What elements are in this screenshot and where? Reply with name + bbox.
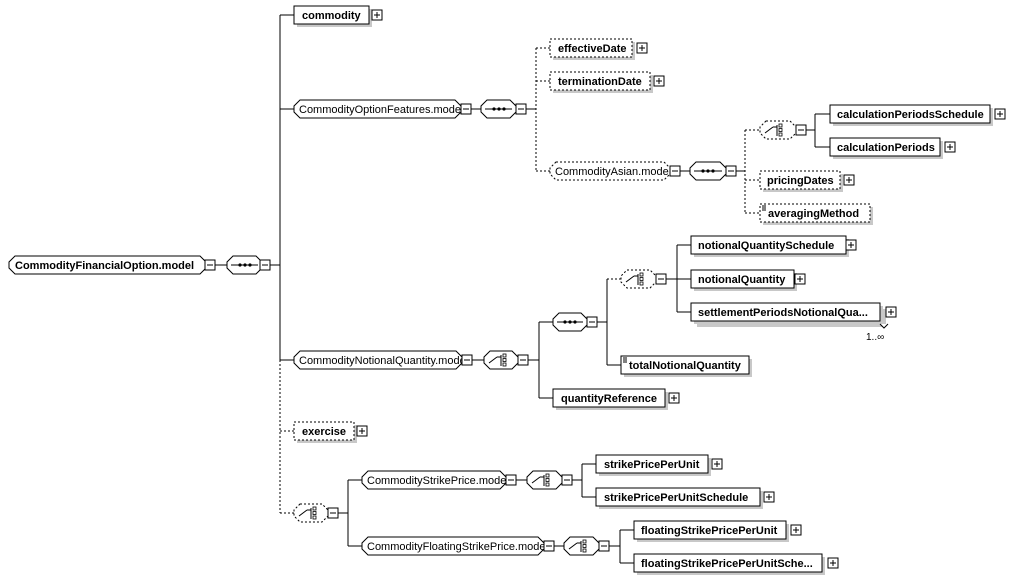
sequence-compositor[interactable] bbox=[552, 312, 598, 332]
expand-icon[interactable] bbox=[371, 9, 383, 21]
sequence-compositor[interactable] bbox=[226, 255, 271, 275]
expand-icon[interactable] bbox=[763, 491, 775, 503]
expand-icon[interactable] bbox=[845, 239, 857, 251]
calc-periods-schedule-label: calculationPeriodsSchedule bbox=[837, 109, 984, 121]
exercise-label: exercise bbox=[302, 426, 346, 438]
averaging-method-label: averagingMethod bbox=[768, 208, 859, 220]
expand-icon[interactable] bbox=[356, 425, 368, 437]
floating-strike-price-per-unit-sche-label: floatingStrikePricePerUnitSche... bbox=[641, 558, 813, 570]
element-floating-strike-price-per-unit-schedule[interactable]: floatingStrikePricePerUnitSche... bbox=[633, 553, 839, 575]
root-label: CommodityFinancialOption.model bbox=[15, 260, 194, 272]
element-strike-price-per-unit-schedule[interactable]: strikePricePerUnitSchedule bbox=[595, 487, 775, 509]
settlement-periods-label: settlementPeriodsNotionalQua... bbox=[698, 307, 868, 319]
occurrence-label: 1..∞ bbox=[866, 332, 884, 343]
collapse-icon[interactable] bbox=[543, 540, 555, 552]
element-commodity[interactable]: commodity bbox=[293, 5, 383, 27]
sequence-compositor[interactable] bbox=[689, 161, 737, 181]
expand-icon[interactable] bbox=[843, 174, 855, 186]
occurrence-marker bbox=[879, 323, 889, 329]
strike-price-per-unit-schedule-label: strikePricePerUnitSchedule bbox=[604, 492, 748, 504]
choice-compositor[interactable] bbox=[563, 536, 610, 556]
element-notional-quantity[interactable]: notionalQuantity bbox=[690, 269, 806, 291]
group-commodity-asian[interactable]: CommodityAsian.model bbox=[549, 161, 681, 181]
strike-price-per-unit-label: strikePricePerUnit bbox=[604, 459, 700, 471]
expand-icon[interactable] bbox=[794, 273, 806, 285]
commodity-label: commodity bbox=[302, 10, 362, 22]
collapse-icon[interactable] bbox=[515, 103, 527, 115]
collapse-icon[interactable] bbox=[598, 540, 610, 552]
collapse-icon[interactable] bbox=[725, 165, 737, 177]
element-averaging-method[interactable]: averagingMethod bbox=[759, 203, 873, 225]
collapse-icon[interactable] bbox=[655, 273, 667, 285]
expand-icon[interactable] bbox=[827, 557, 839, 569]
collapse-icon[interactable] bbox=[259, 259, 271, 271]
notional-quantity-schedule-label: notionalQuantitySchedule bbox=[698, 240, 834, 252]
collapse-icon[interactable] bbox=[461, 354, 473, 366]
collapse-icon[interactable] bbox=[586, 316, 598, 328]
element-quantity-reference[interactable]: quantityReference bbox=[552, 388, 680, 410]
collapse-icon[interactable] bbox=[561, 474, 573, 486]
element-calculation-periods[interactable]: calculationPeriods bbox=[829, 137, 956, 159]
expand-icon[interactable] bbox=[994, 108, 1006, 120]
collapse-icon[interactable] bbox=[517, 354, 529, 366]
element-exercise[interactable]: exercise bbox=[293, 421, 368, 443]
total-notional-quantity-label: totalNotionalQuantity bbox=[629, 360, 742, 372]
element-floating-strike-price-per-unit[interactable]: floatingStrikePricePerUnit bbox=[633, 520, 802, 542]
option-features-label: CommodityOptionFeatures.model bbox=[299, 104, 463, 116]
choice-compositor[interactable] bbox=[526, 470, 573, 490]
group-commodity-option-features[interactable]: CommodityOptionFeatures.model bbox=[293, 99, 472, 119]
choice-compositor[interactable] bbox=[293, 503, 339, 523]
collapse-icon[interactable] bbox=[795, 124, 807, 136]
element-notional-quantity-schedule[interactable]: notionalQuantitySchedule bbox=[690, 235, 857, 257]
element-calculation-periods-schedule[interactable]: calculationPeriodsSchedule bbox=[829, 104, 1006, 126]
sequence-compositor[interactable] bbox=[480, 99, 527, 119]
element-settlement-periods-notional-quantity[interactable]: settlementPeriodsNotionalQua... 1..∞ bbox=[690, 302, 897, 343]
pricing-dates-label: pricingDates bbox=[767, 175, 834, 187]
collapse-icon[interactable] bbox=[460, 103, 472, 115]
root-group-node[interactable]: CommodityFinancialOption.model bbox=[8, 255, 216, 275]
expand-icon[interactable] bbox=[790, 524, 802, 536]
collapse-icon[interactable] bbox=[327, 507, 339, 519]
collapse-icon[interactable] bbox=[669, 165, 681, 177]
notional-quantity-label: notionalQuantity bbox=[698, 274, 786, 286]
strike-price-model-label: CommodityStrikePrice.model bbox=[367, 475, 509, 487]
expand-icon[interactable] bbox=[668, 392, 680, 404]
effective-date-label: effectiveDate bbox=[558, 43, 626, 55]
element-termination-date[interactable]: terminationDate bbox=[549, 71, 665, 93]
choice-compositor[interactable] bbox=[483, 350, 529, 370]
group-commodity-notional-quantity[interactable]: CommodityNotionalQuantity.model bbox=[293, 350, 473, 370]
floating-strike-price-model-label: CommodityFloatingStrikePrice.model bbox=[367, 541, 548, 553]
choice-compositor[interactable] bbox=[759, 120, 807, 140]
element-effective-date[interactable]: effectiveDate bbox=[549, 38, 648, 60]
calc-periods-label: calculationPeriods bbox=[837, 142, 935, 154]
element-total-notional-quantity[interactable]: totalNotionalQuantity bbox=[620, 355, 752, 377]
connector-lines bbox=[215, 14, 830, 564]
choice-compositor[interactable] bbox=[620, 269, 667, 289]
expand-icon[interactable] bbox=[653, 75, 665, 87]
expand-icon[interactable] bbox=[885, 306, 897, 318]
element-pricing-dates[interactable]: pricingDates bbox=[759, 170, 855, 192]
group-commodity-floating-strike-price[interactable]: CommodityFloatingStrikePrice.model bbox=[361, 536, 555, 556]
expand-icon[interactable] bbox=[636, 42, 648, 54]
collapse-icon[interactable] bbox=[505, 474, 517, 486]
group-commodity-strike-price[interactable]: CommodityStrikePrice.model bbox=[361, 470, 517, 490]
asian-label: CommodityAsian.model bbox=[555, 166, 671, 178]
notional-quantity-model-label: CommodityNotionalQuantity.model bbox=[299, 355, 468, 367]
expand-icon[interactable] bbox=[944, 141, 956, 153]
quantity-reference-label: quantityReference bbox=[561, 393, 657, 405]
expand-icon[interactable] bbox=[711, 458, 723, 470]
element-strike-price-per-unit[interactable]: strikePricePerUnit bbox=[595, 454, 723, 476]
termination-date-label: terminationDate bbox=[558, 76, 642, 88]
collapse-icon[interactable] bbox=[204, 259, 216, 271]
floating-strike-price-per-unit-label: floatingStrikePricePerUnit bbox=[641, 525, 778, 537]
